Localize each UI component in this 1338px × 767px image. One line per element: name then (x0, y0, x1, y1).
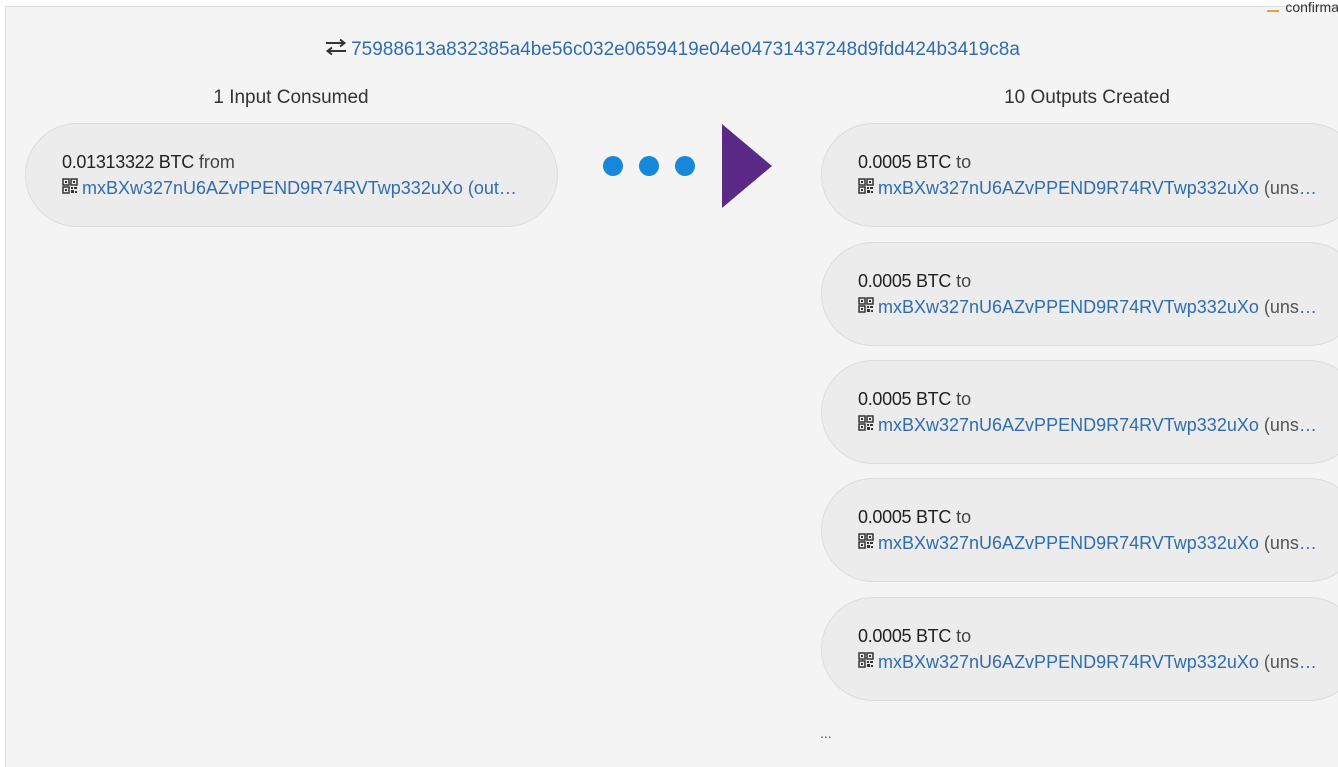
output-amount: 0.0005 BTC (858, 626, 952, 646)
inputs-title: 1 Input Consumed (213, 87, 369, 108)
output-amount: 0.0005 BTC (858, 271, 952, 291)
output-card: 0.0005 BTC to mxBXw327nU6AZvPPEND9R74RVT… (821, 478, 1338, 582)
output-card: 0.0005 BTC to mxBXw327nU6AZvPPEND9R74RVT… (821, 242, 1338, 346)
output-card: 0.0005 BTC to mxBXw327nU6AZvPPEND9R74RVT… (821, 597, 1338, 701)
output-card: 0.0005 BTC to mxBXw327nU6AZvPPEND9R74RVT… (821, 123, 1338, 227)
output-status: (unspent) (1263, 297, 1318, 317)
input-direction: from (198, 152, 235, 172)
confirmations-indicator: confirmati (1267, 0, 1338, 13)
flow-indicator (603, 124, 783, 214)
flow-dot (639, 156, 659, 176)
output-amount: 0.0005 BTC (858, 507, 952, 527)
output-address-link[interactable]: mxBXw327nU6AZvPPEND9R74RVTwp332uXo (878, 178, 1259, 198)
output-direction: to (956, 152, 972, 172)
input-address-link[interactable]: mxBXw327nU6AZvPPEND9R74RVTwp332uXo (82, 178, 463, 198)
output-direction: to (956, 626, 972, 646)
output-direction: to (956, 271, 972, 291)
output-address-link[interactable]: mxBXw327nU6AZvPPEND9R74RVTwp332uXo (878, 652, 1259, 672)
qr-code-icon[interactable] (858, 293, 874, 321)
transaction-header: 75988613a832385a4be56c032e0659419e04e047… (6, 38, 1338, 61)
output-card: 0.0005 BTC to mxBXw327nU6AZvPPEND9R74RVT… (821, 360, 1338, 464)
confirmations-text: confirmati (1285, 0, 1338, 13)
flow-dot (603, 156, 623, 176)
output-status: (unspent) (1263, 533, 1318, 553)
output-direction: to (956, 389, 972, 409)
qr-code-icon[interactable] (858, 411, 874, 439)
qr-code-icon[interactable] (858, 648, 874, 676)
output-status: (unspent) (1263, 652, 1318, 672)
output-address-link[interactable]: mxBXw327nU6AZvPPEND9R74RVTwp332uXo (878, 415, 1259, 435)
qr-code-icon[interactable] (62, 174, 78, 202)
confirmations-icon (1267, 0, 1280, 12)
flow-arrow-icon (722, 124, 772, 208)
output-direction: to (956, 507, 972, 527)
more-outputs-indicator[interactable]: ... (820, 725, 832, 741)
input-card: 0.01313322 BTC from mxBXw327nU6AZvPPEND9… (25, 123, 558, 227)
qr-code-icon[interactable] (858, 529, 874, 557)
output-address-link[interactable]: mxBXw327nU6AZvPPEND9R74RVTwp332uXo (878, 533, 1259, 553)
transaction-id-link[interactable]: 75988613a832385a4be56c032e0659419e04e047… (351, 39, 1020, 60)
flow-dot (675, 156, 695, 176)
output-status: (unspent) (1263, 178, 1318, 198)
input-status[interactable]: (output) (467, 178, 522, 198)
output-address-link[interactable]: mxBXw327nU6AZvPPEND9R74RVTwp332uXo (878, 297, 1259, 317)
input-amount: 0.01313322 BTC (62, 152, 194, 172)
qr-code-icon[interactable] (858, 174, 874, 202)
transaction-panel: confirmati 75988613a832385a4be56c032e065… (5, 0, 1338, 767)
output-amount: 0.0005 BTC (858, 389, 952, 409)
outputs-title: 10 Outputs Created (1004, 87, 1170, 108)
swap-arrows-icon (325, 38, 347, 61)
output-amount: 0.0005 BTC (858, 152, 952, 172)
output-status: (unspent) (1263, 415, 1318, 435)
